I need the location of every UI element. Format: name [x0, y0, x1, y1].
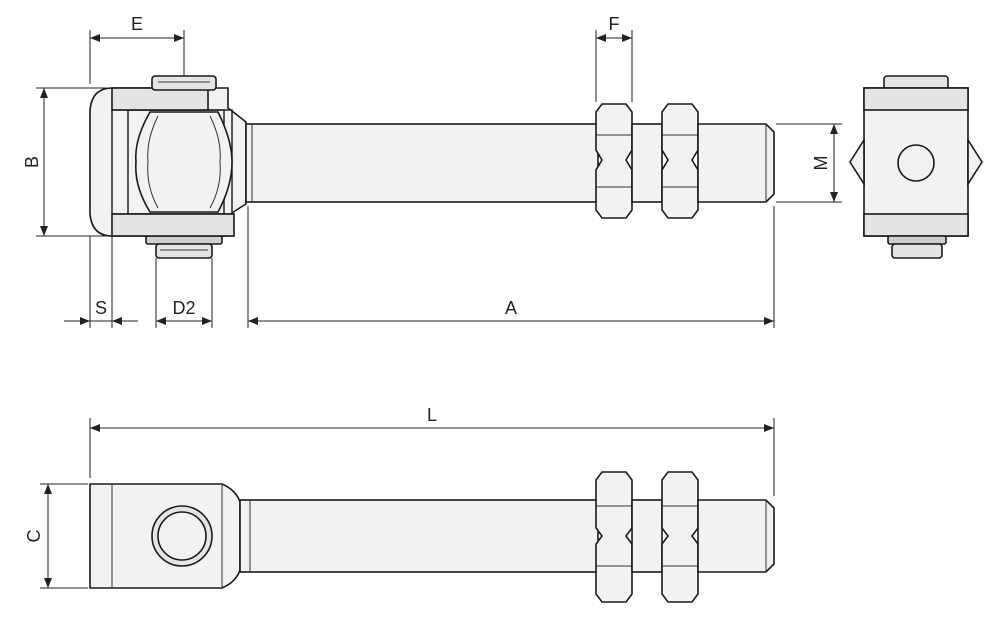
dimension-l: L	[89, 405, 775, 496]
label-f: F	[609, 14, 620, 34]
spherical-bearing	[134, 111, 233, 213]
bottom-nut-2	[661, 471, 699, 603]
bottom-threaded-end	[697, 499, 775, 573]
bottom-rod	[239, 499, 599, 573]
end-view-bottom-bushing	[891, 243, 943, 259]
label-d2: D2	[172, 298, 195, 318]
label-b: B	[22, 156, 42, 168]
top-bushing	[151, 75, 217, 91]
dimension-s: S	[64, 236, 138, 328]
label-l: L	[427, 405, 437, 425]
bottom-washer	[145, 235, 223, 245]
dimension-c: C	[24, 483, 88, 589]
end-view-right-tip	[967, 137, 983, 187]
eye-top-plate	[111, 87, 209, 111]
threaded-end	[697, 123, 775, 203]
dimension-b: B	[22, 87, 110, 237]
top-view	[89, 75, 775, 259]
dimension-a: A	[247, 206, 775, 328]
bottom-nut-1	[595, 471, 633, 603]
rod	[245, 123, 599, 203]
end-view-left-tip	[849, 137, 865, 187]
dimension-f: F	[595, 14, 633, 102]
bottom-view	[89, 471, 775, 603]
nut-2	[661, 103, 699, 219]
nut-1	[595, 103, 633, 219]
label-a: A	[505, 298, 517, 318]
end-view-washer	[887, 235, 947, 245]
bearing-inner-right	[209, 115, 221, 209]
label-e: E	[131, 14, 143, 34]
label-c: C	[24, 530, 44, 543]
label-m: M	[811, 156, 831, 171]
label-s: S	[95, 298, 107, 318]
bearing-inner-left	[147, 115, 159, 209]
eye-bottom-flange	[111, 213, 235, 237]
dimension-d2: D2	[155, 258, 213, 328]
bottom-eye-hole-inner	[157, 511, 207, 561]
bottom-bushing	[155, 243, 213, 259]
end-view-hole	[897, 144, 935, 182]
end-view	[849, 75, 983, 259]
dimension-m: M	[776, 123, 842, 203]
dimension-e: E	[89, 14, 185, 84]
